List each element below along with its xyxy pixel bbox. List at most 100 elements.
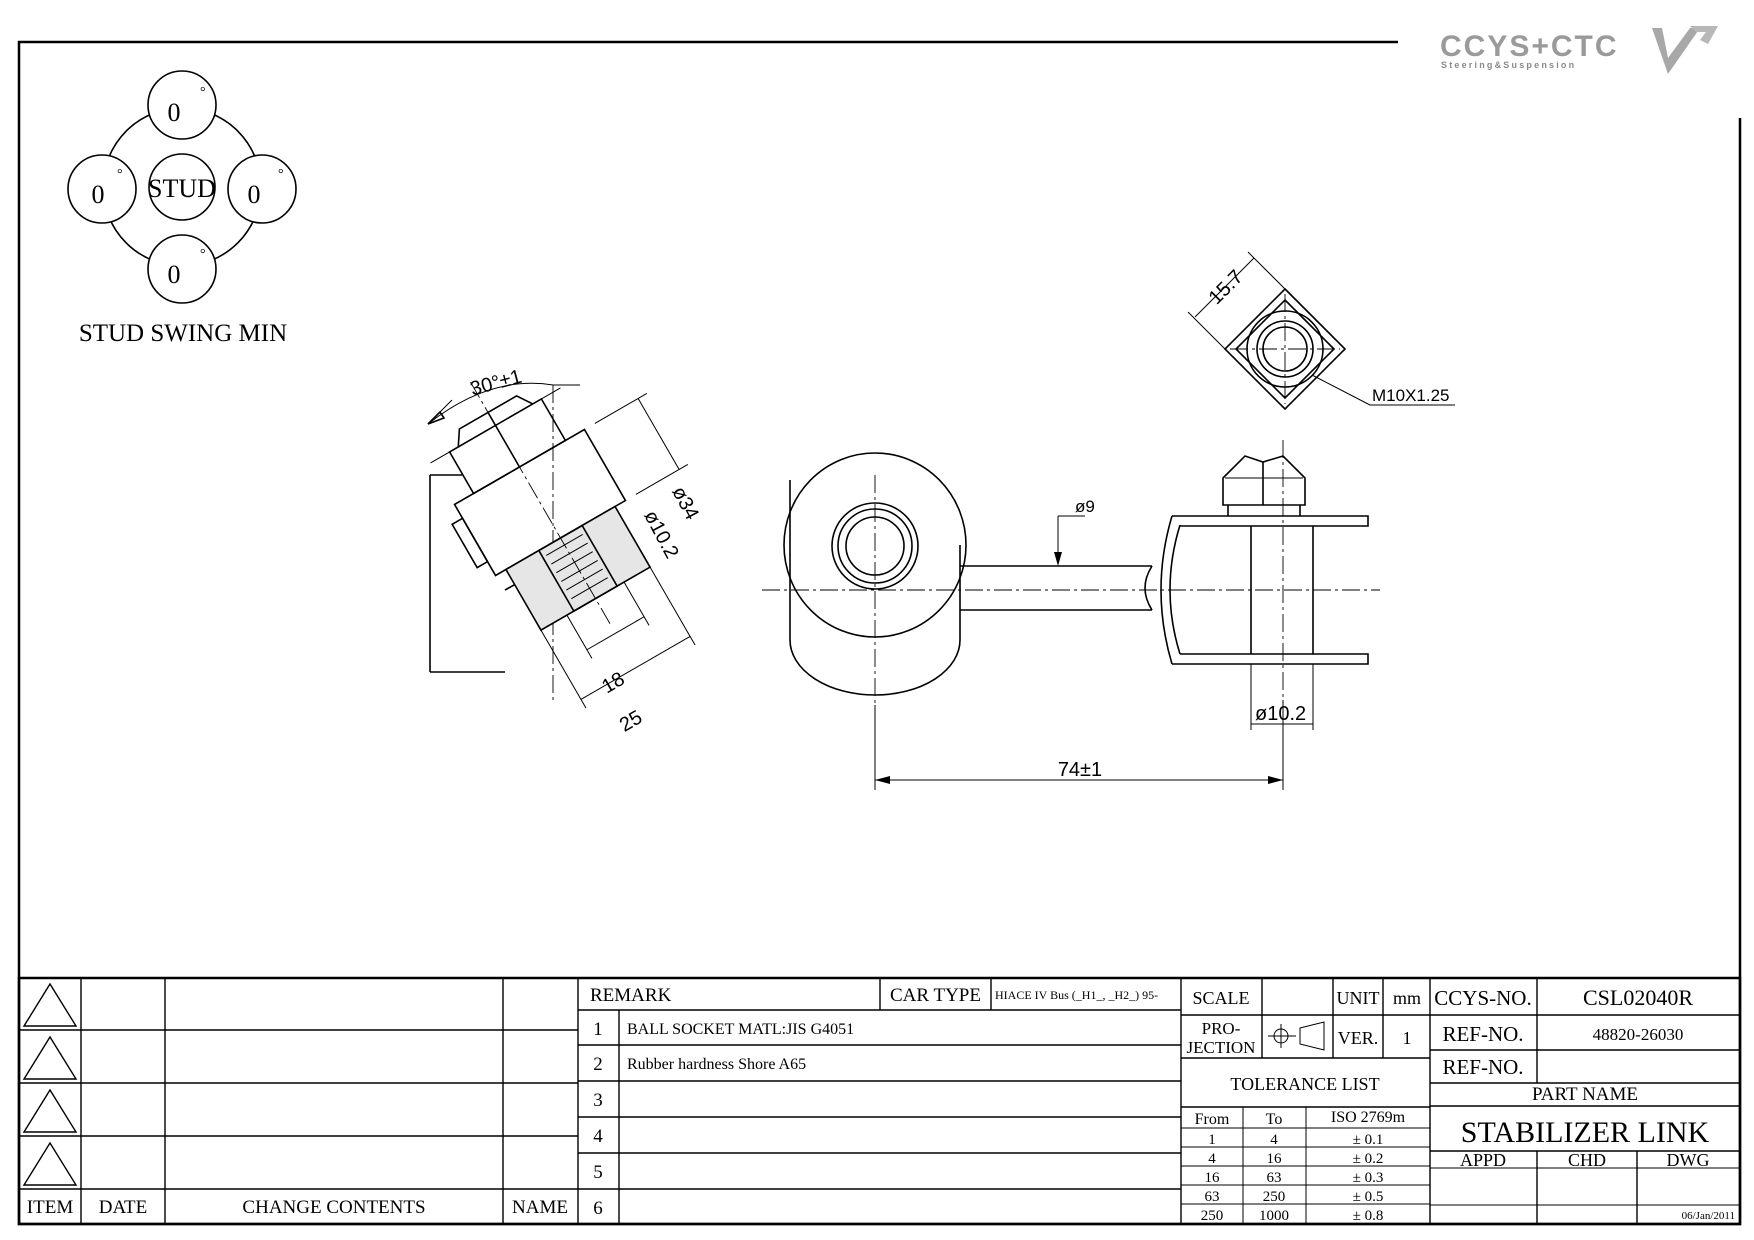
revision-triangle-2 (22, 1035, 78, 1080)
projection-symbol-icon (1268, 1021, 1325, 1051)
tilted-section-view (427, 381, 696, 709)
swing-angle-top: 0 (168, 98, 181, 127)
tolerance-row2-from: 4 (1208, 1151, 1216, 1167)
tolerance-row1-to: 4 (1270, 1132, 1278, 1148)
remarks-block: REMARK CAR TYPE HIACE IV Bus (_H1_, _H2_… (590, 985, 1158, 1219)
tolerance-row4-to: 250 (1263, 1189, 1286, 1205)
revision-table: ITEM DATE CHANGE CONTENTS NAME (27, 1197, 568, 1218)
dim-dia-10-2-right: ø10.2 (1255, 703, 1306, 725)
stud-swing-diagram: STUD 0 0 0 0 ° ° ° ° STUD SWING MIN (67, 70, 297, 347)
ref-no-value-1: 48820-26030 (1593, 1025, 1684, 1044)
dim-dia-10-2-left: ø10.2 (639, 507, 682, 562)
degree-symbol-top: ° (200, 85, 206, 100)
swing-right-circle (227, 154, 297, 224)
dim-dia-9: ø9 (1075, 497, 1095, 516)
stud-center-circle (148, 153, 216, 221)
tolerance-row4-from: 63 (1205, 1189, 1220, 1205)
company-logo: CCYS+CTC Steering&Suspension (1440, 26, 1718, 74)
remark-text-2: Rubber hardness Shore A65 (627, 1056, 806, 1073)
stud-label: STUD (148, 174, 216, 203)
swing-angle-right: 0 (248, 180, 261, 209)
tolerance-row3-to: 63 (1267, 1170, 1282, 1186)
dim-18: 18 (598, 668, 628, 698)
fork-outer-curve (1160, 515, 1173, 665)
dim-angle: 30°±1 (468, 366, 524, 401)
dim-25: 25 (616, 706, 646, 736)
remark-no-6: 6 (593, 1198, 603, 1219)
nut-square-outline (1223, 287, 1347, 411)
swing-angle-bottom: 0 (168, 260, 181, 289)
dim-center-74: 74±1 (1058, 759, 1102, 781)
rev-header-item: ITEM (27, 1197, 74, 1218)
appd-label: APPD (1460, 1150, 1506, 1170)
logo-tagline: Steering&Suspension (1441, 60, 1576, 70)
revision-triangle-3 (22, 1088, 78, 1133)
tolerance-row5-to: 1000 (1259, 1208, 1289, 1224)
version-label: VER. (1338, 1028, 1379, 1048)
dwg-label: DWG (1667, 1150, 1710, 1170)
remark-no-3: 3 (593, 1090, 603, 1111)
tolerance-row3-from: 16 (1205, 1170, 1221, 1186)
scale-projection-block: SCALE UNIT mm PRO- JECTION VER. 1 (1187, 988, 1421, 1057)
unit-label: UNIT (1337, 988, 1380, 1008)
projection-label-2: JECTION (1187, 1038, 1256, 1057)
stud-swing-caption: STUD SWING MIN (79, 320, 287, 347)
degree-symbol-right: ° (278, 167, 284, 182)
front-view-dimensions (874, 515, 1314, 790)
chd-label: CHD (1568, 1150, 1606, 1170)
swing-top-circle (147, 70, 217, 140)
fork-nut (1222, 455, 1306, 506)
tolerance-header-from: From (1195, 1111, 1230, 1128)
ccys-no-value: CSL02040R (1583, 985, 1693, 1010)
tolerance-row5-from: 250 (1201, 1208, 1224, 1224)
tolerance-row3-value: ± 0.3 (1353, 1170, 1384, 1186)
title-block-grid (17, 976, 1742, 1226)
tolerance-list: TOLERANCE LIST From To ISO 2769m 1 4 ± 0… (1195, 1074, 1406, 1224)
ref-no-label-2: REF-NO. (1442, 1055, 1523, 1079)
rev-header-date: DATE (99, 1197, 148, 1218)
swing-bottom-circle (147, 234, 217, 304)
tolerance-header-iso: ISO 2769m (1331, 1109, 1406, 1126)
front-view (762, 440, 1380, 705)
tolerance-row4-value: ± 0.5 (1353, 1189, 1384, 1205)
remark-no-1: 1 (593, 1019, 603, 1040)
part-name-label: PART NAME (1532, 1084, 1638, 1105)
dim-dia-34: ø34 (667, 483, 703, 524)
projection-label-1: PRO- (1202, 1019, 1241, 1038)
tolerance-title: TOLERANCE LIST (1230, 1074, 1379, 1094)
nut-detail-view (1187, 251, 1455, 411)
title-block: CCYS-NO. CSL02040R REF-NO. 48820-26030 R… (1434, 985, 1735, 1222)
part-name-value: STABILIZER LINK (1461, 1116, 1710, 1149)
remark-no-2: 2 (593, 1054, 603, 1075)
rev-header-change: CHANGE CONTENTS (242, 1197, 425, 1218)
swing-angle-left: 0 (92, 180, 105, 209)
unit-value: mm (1393, 988, 1421, 1008)
tolerance-header-to: To (1266, 1111, 1283, 1128)
swing-left-circle (67, 154, 137, 224)
dim-thread: M10X1.25 (1372, 386, 1450, 405)
revision-triangle-1 (22, 982, 78, 1027)
version-value: 1 (1403, 1028, 1412, 1048)
drawing-date: 06/Jan/2011 (1682, 1210, 1735, 1222)
degree-symbol-bottom: ° (200, 247, 206, 262)
ref-no-label-1: REF-NO. (1442, 1022, 1523, 1046)
tolerance-row1-value: ± 0.1 (1353, 1132, 1384, 1148)
logo-name: CCYS+CTC (1440, 30, 1619, 63)
rev-header-name: NAME (512, 1197, 568, 1218)
remark-no-5: 5 (593, 1162, 603, 1183)
tolerance-row1-from: 1 (1208, 1132, 1216, 1148)
remark-label: REMARK (590, 985, 672, 1006)
car-type-value: HIACE IV Bus (_H1_, _H2_) 95- (995, 988, 1158, 1002)
degree-symbol-left: ° (117, 167, 123, 182)
remark-no-4: 4 (593, 1126, 603, 1147)
remark-text-1: BALL SOCKET MATL:JIS G4051 (627, 1021, 854, 1038)
car-type-label: CAR TYPE (890, 985, 981, 1006)
ccys-no-label: CCYS-NO. (1434, 986, 1531, 1010)
dim-hex-15-7: 15.7 (1205, 266, 1248, 309)
tolerance-row2-to: 16 (1267, 1151, 1283, 1167)
logo-mark-icon (1652, 28, 1700, 74)
tolerance-row5-value: ± 0.8 (1353, 1208, 1384, 1224)
logo-swoosh-icon (1690, 26, 1718, 44)
revision-triangle-4 (22, 1141, 78, 1186)
